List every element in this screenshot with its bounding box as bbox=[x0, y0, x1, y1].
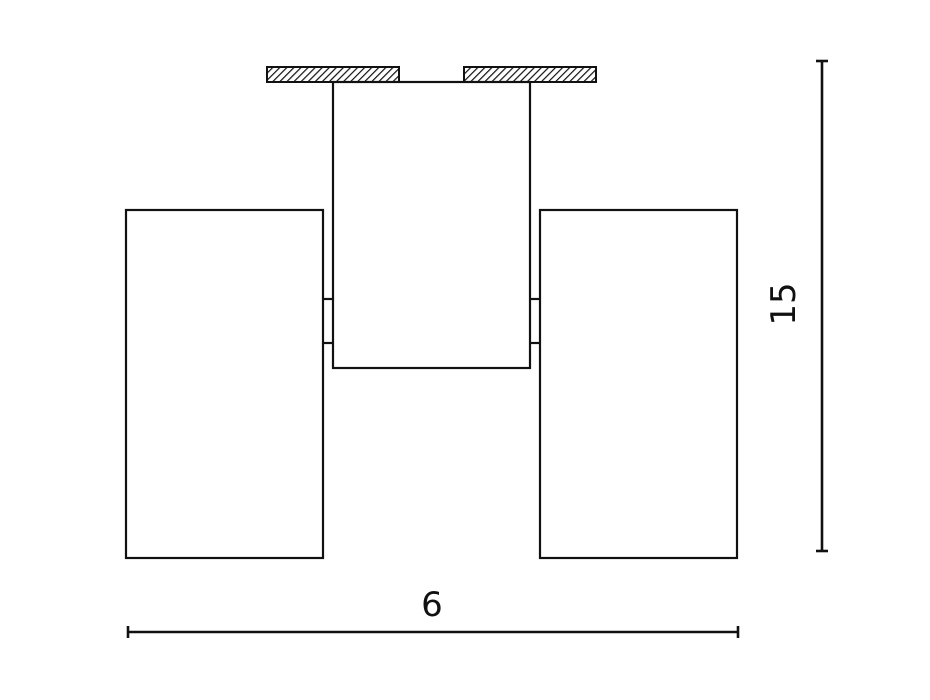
spotlight-left bbox=[124, 208, 325, 560]
spotlight-right bbox=[538, 208, 739, 560]
width-dimension-line bbox=[126, 626, 740, 638]
height-dimension-line bbox=[816, 59, 828, 553]
connector-left bbox=[323, 297, 333, 345]
central-body bbox=[331, 80, 532, 370]
connector-right bbox=[530, 297, 540, 345]
mounting-plate-left bbox=[266, 66, 400, 83]
width-dimension-label: 6 bbox=[421, 585, 443, 625]
height-dimension-label: 15 bbox=[764, 282, 804, 325]
mounting-plate-right bbox=[463, 66, 597, 83]
